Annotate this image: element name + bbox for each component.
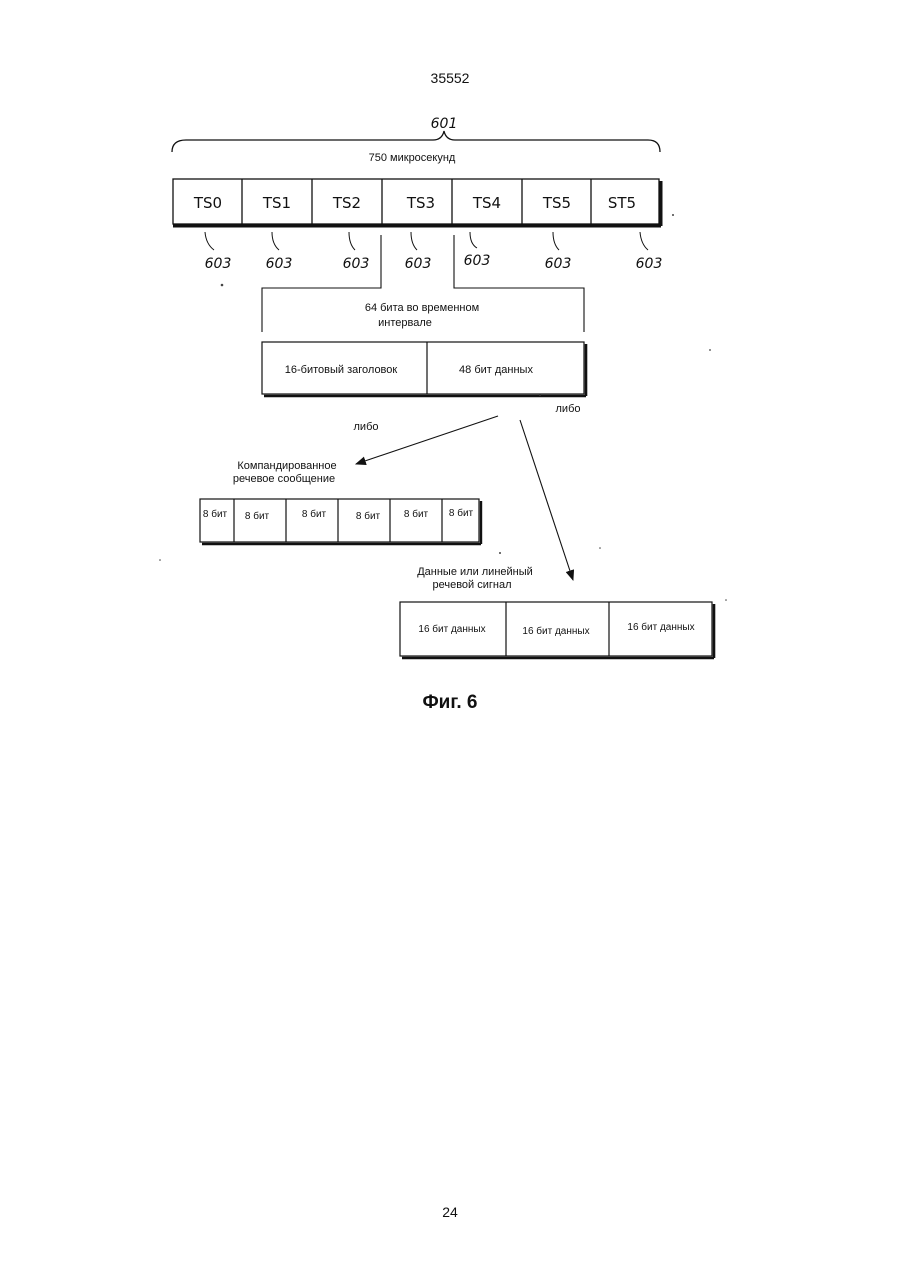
scan-specks: [159, 214, 727, 601]
linear-data-box: 16 бит данных 16 бит данных 16 бит данны…: [400, 602, 714, 658]
companded-cell: 8 бит: [245, 510, 270, 522]
page-number: 24: [0, 1204, 900, 1220]
slot-ref-label: 603: [636, 256, 663, 272]
time-slot-label: TS0: [193, 194, 222, 212]
slot-structure-box: 16-битовый заголовок 48 бит данных: [262, 342, 586, 396]
either-arrow-right: [520, 420, 573, 580]
frame-duration-label: 750 микросекунд: [369, 152, 456, 164]
data-field-label: 48 бит данных: [459, 364, 533, 376]
slot-ref-label: 603: [343, 256, 370, 272]
slot-leader-lines: [205, 232, 648, 250]
linear-cell: 16 бит данных: [418, 623, 485, 635]
companded-cell: 8 бит: [302, 508, 327, 520]
slot-ref-label: 603: [545, 256, 572, 272]
frame-ref-label: 601: [431, 116, 458, 132]
companded-cell: 8 бит: [404, 508, 429, 520]
time-slot-label: TS5: [542, 194, 571, 212]
frame-brace: [172, 131, 660, 152]
header-field-label: 16-битовый заголовок: [285, 364, 398, 376]
time-slot-label: TS3: [406, 194, 435, 212]
companded-cell: 8 бит: [449, 507, 474, 519]
slot-ref-label: 603: [205, 256, 232, 272]
time-slot-label: TS4: [472, 194, 501, 212]
either-left-label: либо: [354, 421, 379, 433]
companded-cell: 8 бит: [356, 510, 381, 522]
slot-ref-label: 603: [266, 256, 293, 272]
linear-title-line2: речевой сигнал: [432, 579, 511, 591]
companded-title-line2: речевое сообщение: [233, 473, 335, 485]
slot-capacity-line1: 64 бита во временном: [365, 302, 479, 314]
figure-caption: Фиг. 6: [0, 692, 900, 714]
linear-title-line1: Данные или линейный: [417, 566, 533, 578]
linear-cell: 16 бит данных: [627, 621, 694, 633]
companded-title-line1: Компандированное: [237, 460, 336, 472]
companded-cell: 8 бит: [203, 508, 228, 520]
linear-cell: 16 бит данных: [522, 625, 589, 637]
time-slot-row: TS0 TS1 TS2 TS3 TS4 TS5 ST5: [173, 179, 661, 226]
companded-speech-box: 8 бит 8 бит 8 бит 8 бит 8 бит 8 бит: [200, 499, 481, 544]
either-right-label: либо: [556, 403, 581, 415]
time-slot-label: ST5: [608, 194, 636, 212]
slot-capacity-line2: интервале: [378, 317, 432, 329]
time-slot-label: TS1: [262, 194, 291, 212]
slot-ref-label: 603: [405, 256, 432, 272]
expansion-bracket-right: [454, 235, 584, 332]
time-slot-label: TS2: [332, 194, 361, 212]
expansion-bracket-left: [262, 235, 381, 332]
slot-ref-label: 603: [464, 253, 491, 269]
